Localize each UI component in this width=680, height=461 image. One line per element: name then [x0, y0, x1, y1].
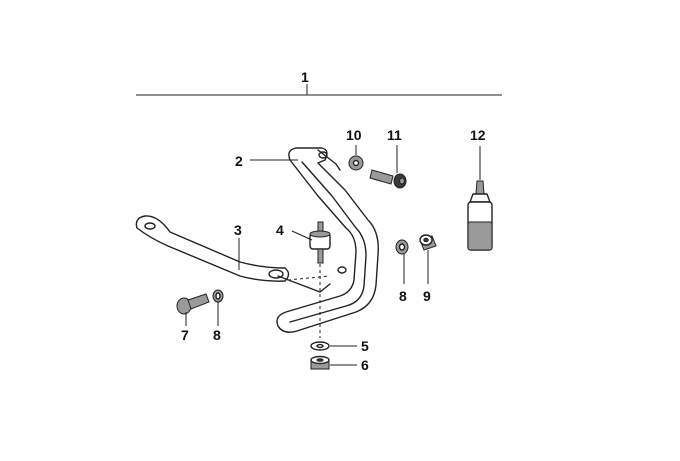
bracket-large-part: 2 [235, 147, 379, 333]
washer-left-part: 8 [212, 289, 224, 343]
label-11: 11 [387, 127, 402, 143]
washer-top-part: 10 [346, 127, 364, 171]
label-4: 4 [276, 222, 284, 238]
washer-lower-part: 5 [310, 338, 369, 354]
label-1: 1 [301, 69, 309, 85]
assembly-group: 1 [136, 69, 502, 96]
label-7: 7 [181, 327, 189, 343]
label-8-left: 8 [213, 327, 221, 343]
label-2: 2 [235, 153, 243, 169]
assembly-dash-lines [287, 264, 331, 338]
label-10: 10 [346, 127, 362, 143]
bolt-top-part: 11 [369, 127, 407, 189]
leader-4 [291, 230, 313, 241]
bolt-left-part: 7 [176, 293, 210, 343]
label-8-right: 8 [399, 288, 407, 304]
label-9: 9 [423, 288, 431, 304]
bracket-strut-part: 3 [135, 215, 290, 282]
rubber-mount-part: 4 [276, 221, 331, 264]
nut-right-part: 9 [419, 234, 437, 304]
label-6: 6 [361, 357, 369, 373]
label-12: 12 [470, 127, 486, 143]
washer-right-part: 8 [395, 239, 409, 304]
nut-lower-part: 6 [310, 355, 369, 373]
label-3: 3 [234, 222, 242, 238]
adhesive-bottle-part: 12 [467, 127, 493, 251]
label-5: 5 [361, 338, 369, 354]
